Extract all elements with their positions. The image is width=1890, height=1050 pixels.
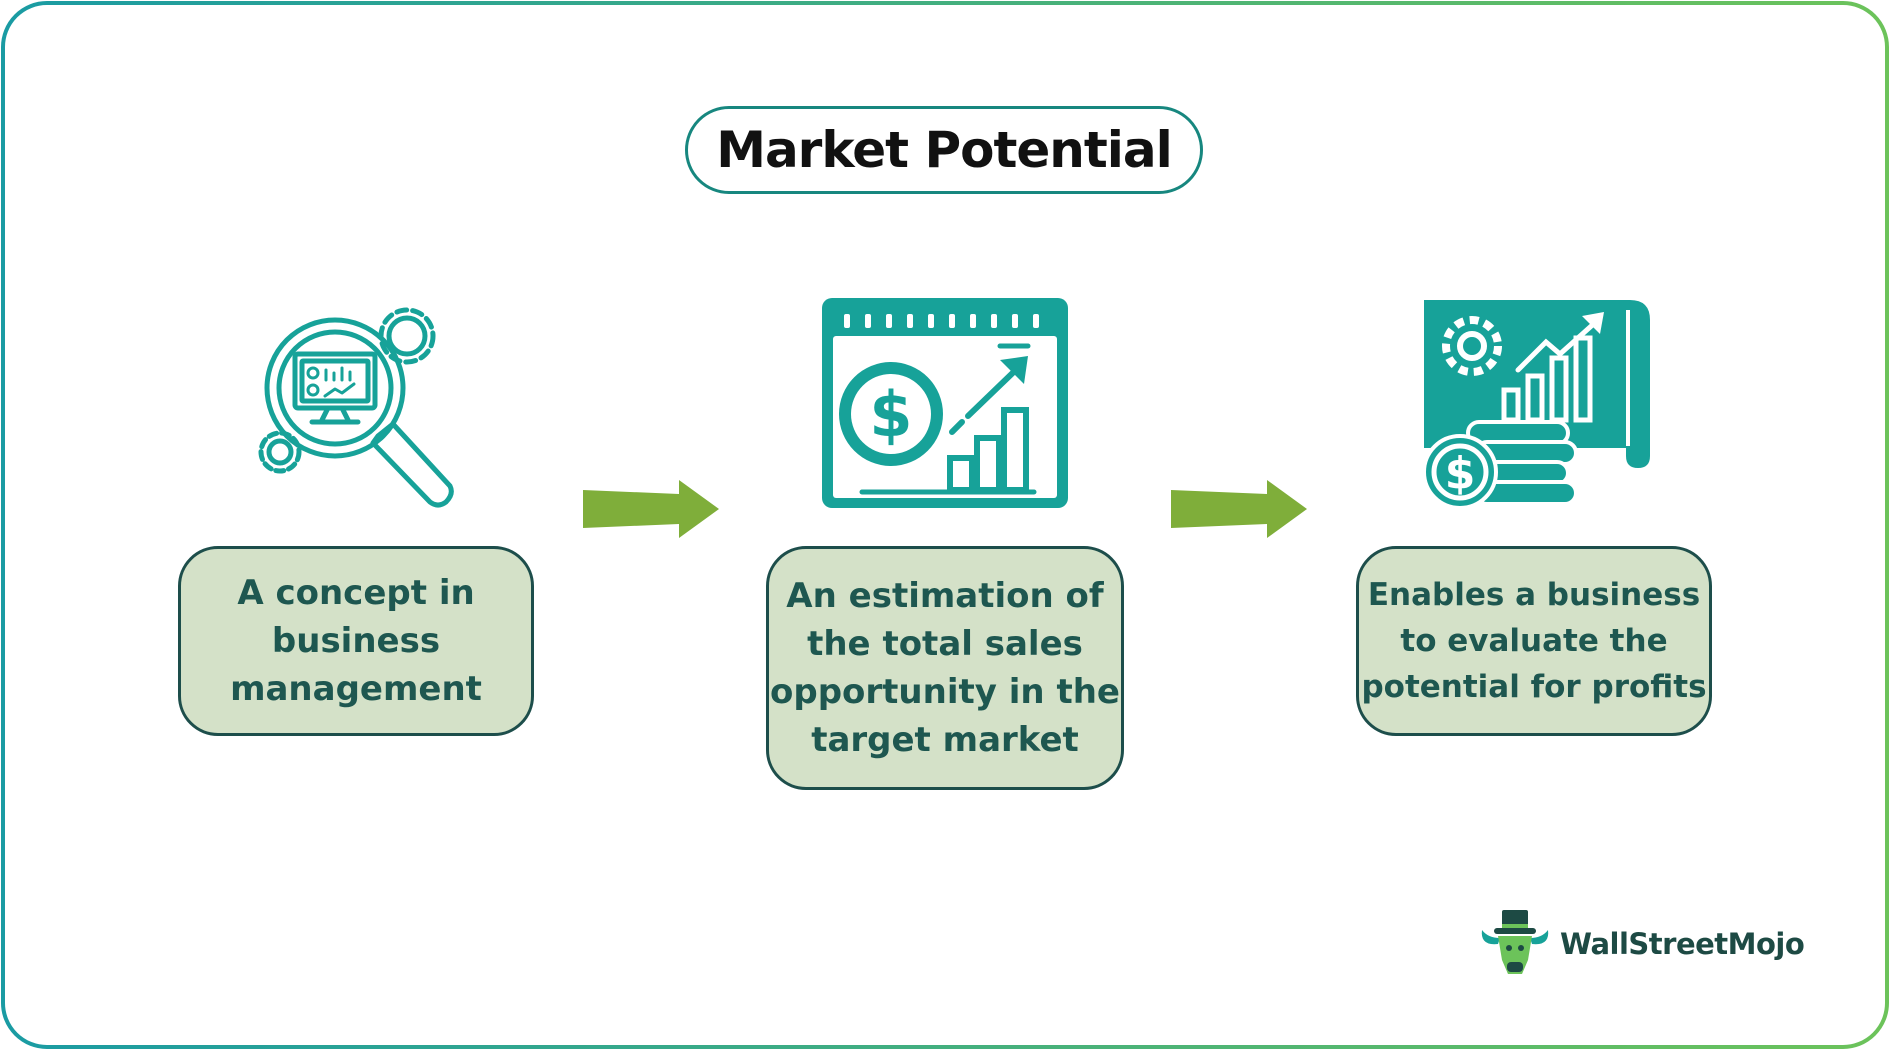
step-text: Enables a business to evaluate the poten… — [1361, 577, 1707, 705]
page-title: Market Potential — [716, 121, 1173, 179]
bull-top-hat-icon — [1481, 910, 1549, 974]
dollar-growth-chart-icon: $ — [822, 298, 1068, 508]
arrow-right-icon — [583, 480, 719, 538]
step-text: An estimation of the total sales opportu… — [770, 576, 1120, 760]
svg-text:$: $ — [1445, 448, 1476, 499]
brand-logo: WallStreetMojo — [1478, 908, 1805, 980]
svg-text:$: $ — [869, 378, 912, 451]
title-pill: Market Potential — [685, 106, 1203, 194]
magnifier-monitor-gears-icon — [258, 307, 454, 508]
arrow-right-icon — [1171, 480, 1307, 538]
step-box-profits: Enables a business to evaluate the poten… — [1356, 546, 1712, 736]
step-box-concept: A concept in business management — [178, 546, 534, 736]
step-box-estimation: An estimation of the total sales opportu… — [766, 546, 1124, 790]
coins-chart-gear-banner-icon: $ — [1422, 300, 1650, 510]
brand-name: WallStreetMojo — [1560, 927, 1805, 961]
step-text: A concept in business management — [230, 573, 482, 709]
